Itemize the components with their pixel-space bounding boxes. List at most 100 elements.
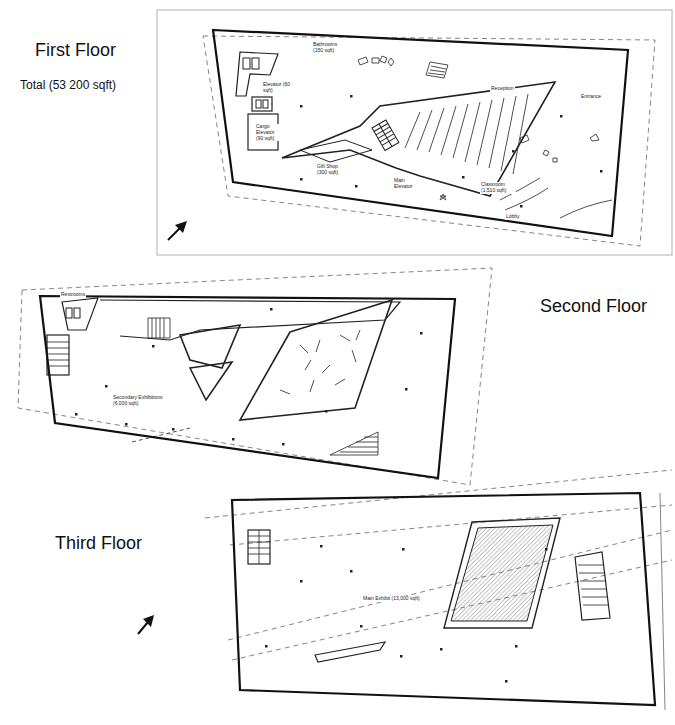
columns (265, 645, 268, 648)
floor-title: First Floor (35, 40, 116, 61)
columns (300, 105, 303, 108)
room-label: Gift Shop (300 sqft) (316, 164, 350, 176)
room-label: Secondary Exhibitions (6,000 sqft) (112, 395, 174, 407)
restroom-box (74, 308, 80, 318)
columns (300, 95, 603, 208)
columns (600, 170, 603, 173)
columns (105, 385, 108, 388)
triangle-void (190, 362, 232, 400)
stair (330, 432, 378, 455)
floor-plate: Bathrooms (150 sqft)Elevator (60 sqft)Ca… (205, 25, 645, 240)
room-label: Reception (490, 86, 515, 92)
room-label: Bathrooms (150 sqft) (312, 42, 344, 54)
north-arrow-head (175, 221, 187, 233)
room-label: Main Exhibit (13,000 sqft) (362, 596, 421, 602)
columns (152, 345, 155, 348)
elevator-shaft (252, 97, 272, 111)
third-floor-details (578, 565, 609, 605)
columns (125, 423, 128, 426)
columns (462, 176, 465, 179)
columns (325, 410, 328, 413)
floor-title: Second Floor (540, 296, 647, 317)
third-floor-details (138, 470, 672, 710)
room-label: Cargo Elevator (90 sqft) (255, 124, 283, 141)
exhibit-void (240, 300, 392, 420)
stair-stack (248, 530, 270, 564)
columns (350, 95, 353, 98)
columns (560, 115, 563, 118)
stair (148, 318, 170, 338)
elevator-box (263, 100, 268, 108)
second-floor-details (18, 268, 492, 485)
elevator-box (252, 58, 259, 69)
columns (350, 570, 353, 573)
second-floor-details (47, 342, 69, 366)
exhibit-void (444, 518, 560, 628)
columns (300, 178, 303, 181)
columns (420, 332, 423, 335)
columns (172, 428, 175, 431)
core-void (282, 82, 555, 196)
columns (400, 655, 403, 658)
columns (505, 680, 508, 683)
sheet-frame (157, 10, 672, 255)
star-symbol (440, 194, 446, 200)
north-arrow (168, 228, 180, 240)
main-stair (372, 120, 399, 151)
columns (300, 580, 303, 583)
room-label: Main Elevator (393, 178, 423, 190)
furniture (590, 134, 599, 141)
columns (545, 548, 548, 551)
furniture (520, 135, 557, 162)
columns (520, 205, 523, 208)
columns (265, 545, 548, 683)
north-arrow-head (143, 615, 154, 627)
edge-line (660, 493, 665, 710)
building-outline (232, 493, 655, 705)
atrium-edge (100, 300, 400, 340)
dashed-outline (18, 268, 492, 485)
furniture (358, 56, 387, 65)
columns (360, 625, 363, 628)
star-symbol (388, 58, 394, 66)
room-label: Entrance (580, 94, 602, 100)
building-outline (213, 30, 628, 236)
elevator-box (243, 58, 250, 69)
columns (405, 388, 408, 391)
columns (232, 438, 235, 441)
north-arrow (138, 622, 148, 634)
elevator-box (256, 100, 261, 108)
entrance-curve (560, 200, 612, 218)
floor-outline (35, 290, 460, 485)
floor-outline (228, 488, 660, 710)
floor-title: Third Floor (55, 533, 142, 554)
room-label: Lobby (505, 214, 521, 220)
restroom-box (66, 308, 72, 318)
dashed-outline (203, 36, 655, 246)
exhibit-panels (280, 330, 360, 394)
columns (440, 648, 443, 651)
building-outline (40, 296, 455, 478)
service-core (62, 298, 98, 330)
stair-stack (47, 335, 69, 375)
columns (270, 308, 273, 311)
columns (75, 308, 423, 446)
main-stair (372, 120, 399, 151)
hatched-floor (451, 525, 553, 621)
slot-void (315, 642, 385, 662)
columns (282, 443, 285, 446)
stair (426, 62, 448, 78)
room-label: Classroom (1,510 sqft) (480, 182, 516, 194)
main-stair (372, 120, 399, 151)
floor-plate: RestroomsSecondary Exhibitions (6,000 sq… (35, 290, 460, 485)
first-floor-details (157, 10, 672, 255)
floor-plate: Main Exhibit (13,000 sqft) (228, 488, 660, 710)
columns (75, 413, 78, 416)
area-note: Total (53 200 sqft) (20, 78, 116, 92)
classroom-seating (405, 94, 528, 174)
columns (515, 645, 518, 648)
columns (320, 545, 323, 548)
columns (512, 150, 515, 153)
